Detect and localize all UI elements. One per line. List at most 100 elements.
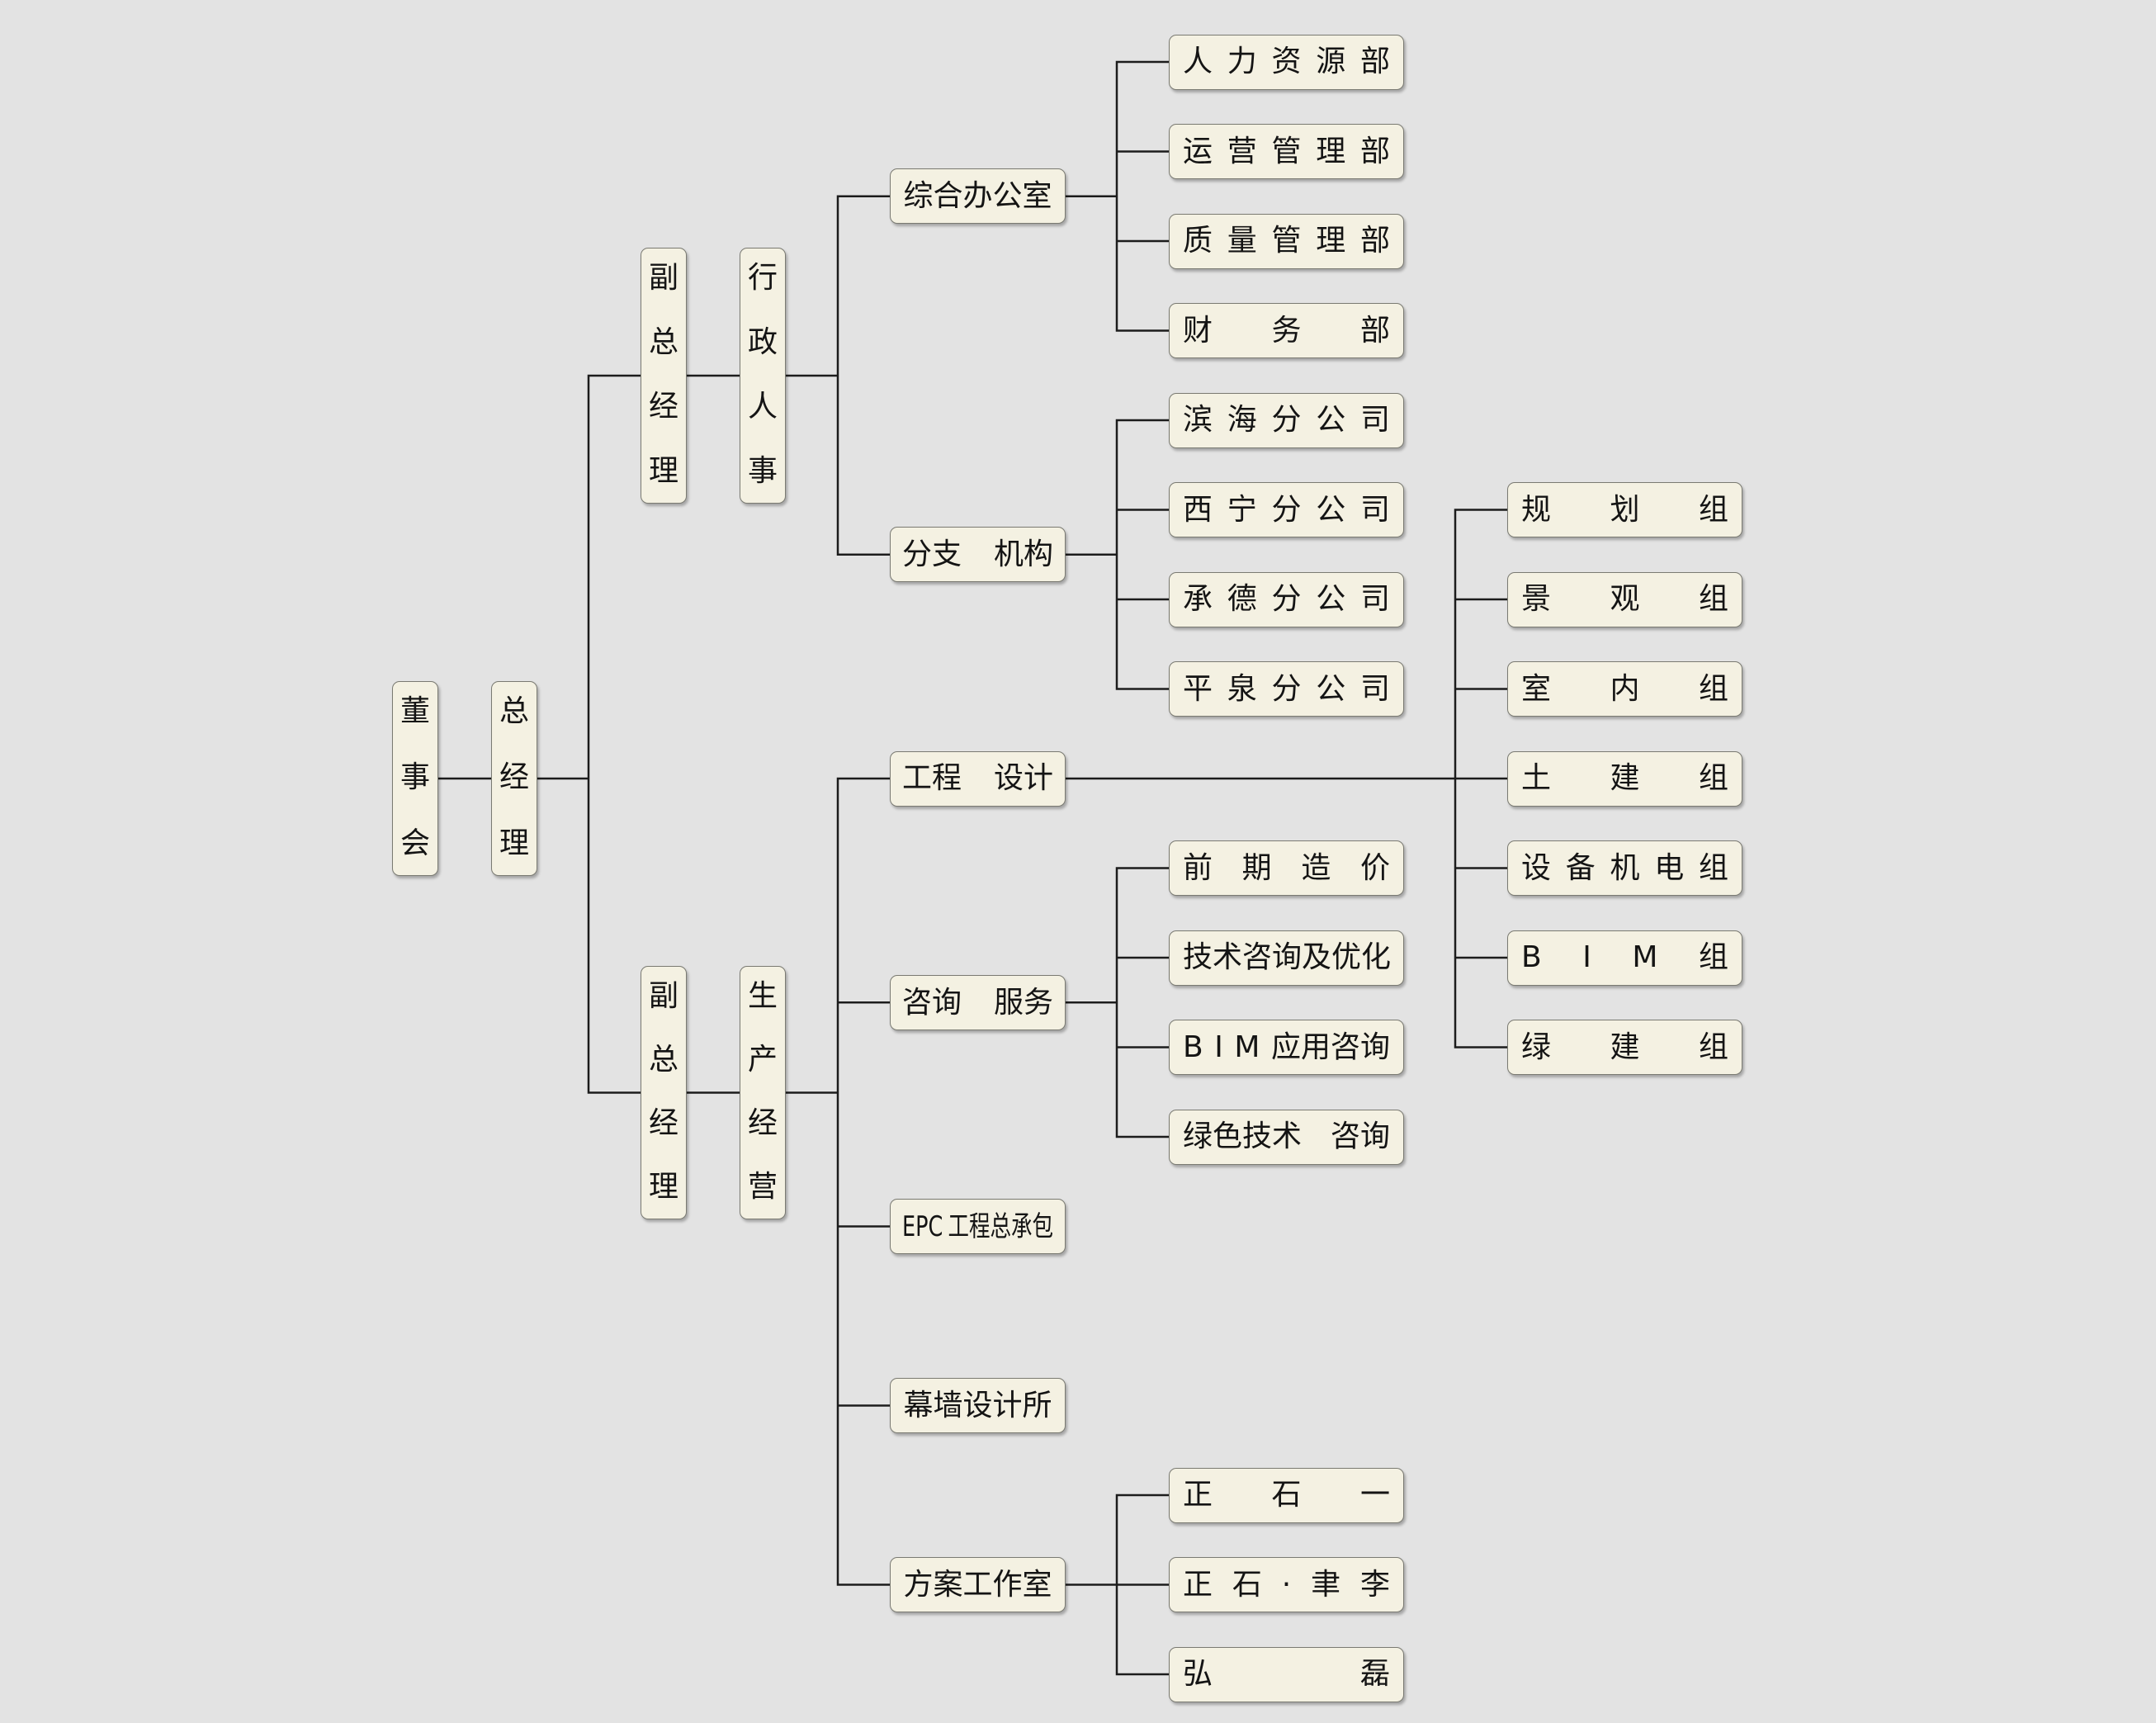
- node-mep-group: 设 备 机 电 组: [1507, 840, 1742, 896]
- label-segment: 理: [499, 826, 529, 860]
- node-deputy-gm-production: 副总经理: [641, 966, 687, 1219]
- label-segment: 生: [747, 979, 778, 1013]
- label-segment: 电: [1654, 850, 1685, 885]
- connector-admin-trunk: [784, 195, 891, 556]
- node-bim-consulting: B I M 应用咨询: [1169, 1020, 1404, 1075]
- node-label: 副总经理: [641, 263, 686, 486]
- node-label: 土 建 组: [1521, 764, 1728, 793]
- node-general-office: 综合办公室: [890, 168, 1066, 224]
- label-segment: 景: [1521, 582, 1552, 616]
- node-early-costing: 前 期 造 价: [1169, 840, 1404, 896]
- label-segment: 宁: [1227, 492, 1257, 527]
- node-label: 正 石 · 聿 李: [1183, 1567, 1390, 1602]
- label-segment: 量: [1227, 224, 1257, 258]
- label-segment: 工程: [902, 761, 962, 795]
- label-segment: 西: [1183, 492, 1213, 527]
- label-segment: 力: [1227, 45, 1257, 78]
- node-epc: EPC 工程总承包: [890, 1199, 1066, 1254]
- node-human-resources: 人 力 资 源 部: [1169, 34, 1404, 90]
- label-segment: 公: [1316, 403, 1346, 437]
- label-segment: 机构: [993, 537, 1053, 571]
- node-consulting-services: 咨询 服务: [890, 975, 1066, 1030]
- label-segment: 组: [1698, 940, 1728, 974]
- node-label: EPC 工程总承包: [902, 1213, 1053, 1241]
- node-label: 设 备 机 电 组: [1521, 850, 1728, 885]
- connector-design-studio: [1064, 1493, 1170, 1676]
- label-segment: 事: [400, 760, 430, 794]
- label-segment: 副: [648, 261, 678, 295]
- node-label: 技术咨询及优化: [1183, 943, 1391, 973]
- label-segment: 造: [1301, 850, 1331, 885]
- label-segment: 司: [1359, 671, 1390, 706]
- label-segment: 事: [747, 454, 778, 488]
- connector-branches: [1064, 419, 1170, 690]
- node-label: 人 力 资 源 部: [1183, 47, 1390, 77]
- label-segment: 组: [1698, 850, 1728, 885]
- label-segment: 公: [1316, 671, 1346, 706]
- label-segment: 分: [1271, 403, 1302, 437]
- label-segment: 组: [1698, 1030, 1728, 1064]
- label-segment: 部: [1359, 134, 1390, 168]
- label-segment: 磊: [1359, 1657, 1390, 1691]
- node-label: 西 宁 分 公 司: [1183, 495, 1390, 525]
- label-segment: 服务: [993, 985, 1053, 1020]
- label-segment: 理: [1316, 224, 1346, 258]
- label-segment: 司: [1359, 582, 1390, 616]
- label-segment: 设计: [993, 761, 1053, 795]
- node-label: 滨 海 分 公 司: [1183, 405, 1390, 435]
- node-curtain-wall-institute: 幕墙设计所: [890, 1378, 1066, 1433]
- label-segment: EPC: [902, 1209, 943, 1243]
- node-board: 董事会: [392, 681, 438, 876]
- label-segment: 总: [648, 325, 678, 359]
- node-label: 行政人事: [740, 263, 785, 486]
- label-segment: 质: [1183, 224, 1213, 258]
- node-label: 综合办公室: [902, 181, 1053, 211]
- label-segment: I: [1582, 940, 1591, 974]
- label-segment: 建: [1610, 1030, 1640, 1064]
- label-segment: 董: [400, 694, 430, 728]
- label-segment: 石: [1232, 1567, 1262, 1602]
- label-segment: 前: [1183, 850, 1213, 885]
- node-label: B I M 应用咨询: [1183, 1032, 1390, 1063]
- node-branches: 分支 机构: [890, 527, 1066, 582]
- node-label: 绿色技术 咨询: [1183, 1122, 1390, 1152]
- node-zhengshi-yuli: 正 石 · 聿 李: [1169, 1557, 1404, 1612]
- node-planning-group: 规 划 组: [1507, 482, 1742, 537]
- node-label: 室 内 组: [1521, 674, 1728, 704]
- node-label: 方案工作室: [902, 1569, 1053, 1600]
- node-label: 弘 磊: [1183, 1659, 1390, 1689]
- label-segment: 行: [747, 261, 778, 295]
- label-segment: 分: [1271, 582, 1302, 616]
- node-label: 绿 建 组: [1521, 1030, 1728, 1064]
- label-segment: 运: [1183, 134, 1213, 168]
- node-label: 幕墙设计所: [902, 1390, 1053, 1421]
- label-segment: 产: [747, 1043, 778, 1077]
- label-segment: 一: [1359, 1478, 1390, 1512]
- label-segment: 正: [1183, 1567, 1213, 1602]
- label-segment: 咨询: [902, 985, 962, 1020]
- node-interior-group: 室 内 组: [1507, 661, 1742, 717]
- node-finance: 财 务 部: [1169, 303, 1404, 358]
- connector-deputy-to-dept: [685, 374, 741, 1094]
- node-label: 分支 机构: [902, 537, 1053, 571]
- label-segment: 泉: [1227, 671, 1257, 706]
- label-segment: 经: [747, 1106, 778, 1140]
- label-segment: 机: [1610, 850, 1640, 885]
- node-landscape-group: 景 观 组: [1507, 571, 1742, 627]
- label-segment: 源: [1316, 45, 1346, 78]
- label-segment: 部: [1359, 224, 1390, 258]
- label-segment: 土: [1521, 761, 1552, 795]
- node-production-ops: 生产经营: [740, 966, 786, 1219]
- label-segment: M: [1632, 940, 1658, 974]
- node-label: 承 德 分 公 司: [1183, 585, 1390, 614]
- node-binhai-branch: 滨 海 分 公 司: [1169, 392, 1404, 448]
- label-segment: 备: [1565, 850, 1596, 885]
- node-operations-mgmt: 运 营 管 理 部: [1169, 124, 1404, 179]
- node-label: 正 石 一: [1183, 1480, 1390, 1510]
- node-label: 运 营 管 理 部: [1183, 134, 1390, 168]
- label-segment: 组: [1698, 582, 1728, 616]
- label-segment: 德: [1227, 582, 1257, 616]
- label-segment: 弘: [1183, 1657, 1213, 1691]
- label-segment: 分支: [902, 537, 962, 571]
- label-segment: 海: [1227, 403, 1257, 437]
